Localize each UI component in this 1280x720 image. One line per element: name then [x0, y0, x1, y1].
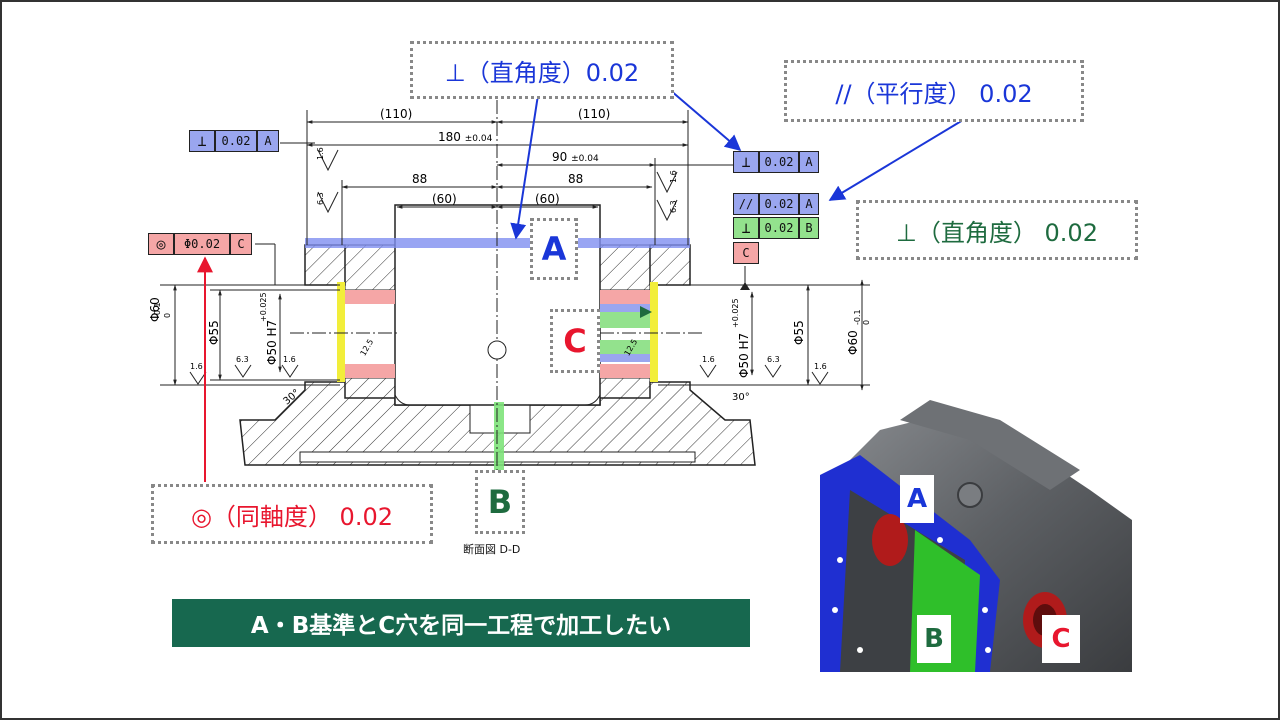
angle-30-right: 30° [732, 392, 750, 403]
photo-label-c: C [1042, 615, 1080, 663]
callout-perpendicularity-right: ⊥（直角度） 0.02 [856, 200, 1138, 260]
hatch-right-bore [599, 244, 651, 291]
photo-label-a: A [900, 475, 934, 523]
face-left-yellow [337, 282, 345, 382]
rough-16-b: 1.6 [669, 170, 678, 183]
dim-88-right: 88 [568, 172, 584, 186]
bore-left-top [345, 290, 395, 304]
dim-90: 90 ±0.04 [552, 150, 599, 164]
dim-180: 180 ±0.04 [438, 130, 493, 144]
rough-63-b: 6.3 [669, 200, 678, 213]
bore-right-blue [600, 304, 650, 312]
datum-a-label: A [530, 218, 578, 280]
face-right-yellow [650, 282, 658, 382]
hatch-left-block [304, 244, 346, 286]
callout-coaxiality: ◎（同軸度） 0.02 [151, 484, 433, 544]
part-photo: A B C [820, 400, 1132, 672]
bore-right-green2 [600, 340, 650, 354]
fcf-right-perp-b: ⊥ 0.02 B [733, 217, 819, 239]
bore-right-green1 [600, 312, 650, 328]
dim-phi50-left: Φ50 H7 [265, 319, 279, 365]
dim-60-right: (60) [535, 192, 560, 206]
dim-tol-left-b: 0 [163, 312, 172, 318]
dim-tol-right-c: +0.025 [731, 298, 740, 328]
fcf-right-parallel: // 0.02 A [733, 193, 819, 215]
rough-16-d: 1.6 [283, 355, 296, 364]
fcf-right-perp: ⊥ 0.02 A [733, 151, 819, 173]
bore-right-top [600, 290, 650, 304]
dim-88-left: 88 [412, 172, 428, 186]
bore-right-blue2 [600, 354, 650, 362]
dim-110-left: (110) [380, 107, 413, 121]
center-hole [487, 340, 507, 360]
arrow-perp-frame [669, 89, 742, 152]
rough-16-e: 1.6 [702, 355, 715, 364]
arrow-parallel [828, 116, 969, 201]
rough-63-c: 6.3 [236, 355, 249, 364]
summary-banner: A・B基準とC穴を同一工程で加工したい [172, 599, 750, 647]
section-view-label: 断面図 D-D [463, 543, 521, 556]
dim-phi60-right: Φ60 [846, 330, 860, 355]
fcf-left-perp: ⊥ 0.02 A [189, 130, 279, 152]
arrow-perp-top [510, 94, 539, 240]
rough-16-c: 1.6 [190, 362, 203, 371]
datum-b-band [494, 402, 504, 472]
dim-tol-left-a: -0.1 [153, 302, 162, 318]
dim-tol-left-c: +0.025 [259, 292, 268, 322]
dim-phi55-right: Φ55 [792, 320, 806, 345]
rough-63-a: 6.3 [316, 192, 325, 205]
dim-110-right: (110) [578, 107, 611, 121]
rough-63-e: 6.3 [767, 355, 780, 364]
datum-c-label: C [550, 309, 600, 373]
hatch-right-lower [599, 377, 651, 399]
fcf-right-c: C [733, 242, 759, 264]
callout-parallelism: //（平行度） 0.02 [784, 60, 1084, 122]
rough-16-a: 1.6 [316, 147, 325, 160]
bore-right-bottom [600, 364, 650, 378]
fcf-coax: ◎ Φ0.02 C [148, 233, 252, 255]
hatch-left-lower [344, 377, 396, 399]
photo-label-b: B [917, 615, 951, 663]
callout-perpendicularity-top: ⊥（直角度）0.02 [410, 41, 674, 99]
dim-phi50-right: Φ50 H7 [737, 332, 751, 378]
dim-tol-right-a: -0.1 [853, 309, 862, 325]
datum-b-label: B [475, 470, 525, 534]
dim-tol-right-b: 0 [862, 319, 871, 325]
hatch-right-block [649, 244, 691, 286]
dim-phi55-left: Φ55 [207, 320, 221, 345]
hatch-left-bore [344, 244, 396, 291]
dim-60-left: (60) [432, 192, 457, 206]
bore-left-bottom [345, 364, 395, 378]
rough-16-f: 1.6 [814, 362, 827, 371]
